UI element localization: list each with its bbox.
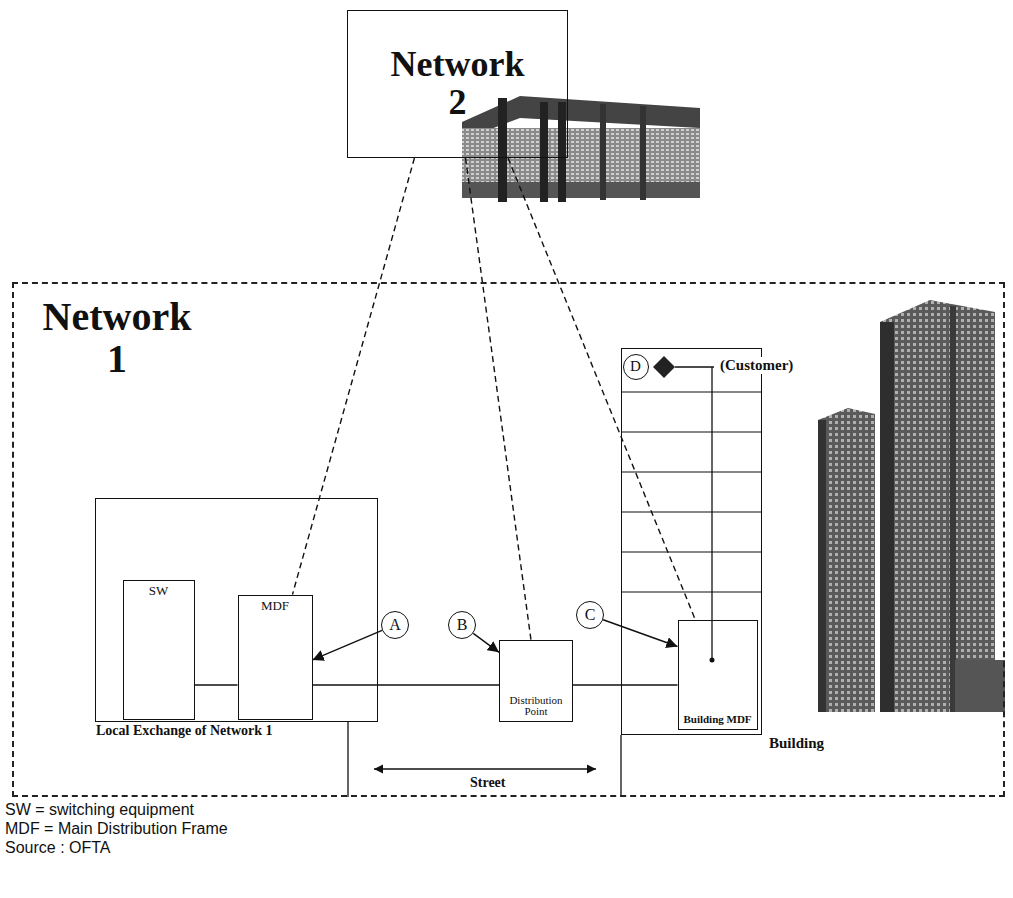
distribution-point-box: Distribution Point [499,640,573,722]
arrow-link [313,630,383,659]
node-text: Distribution Point [504,695,568,718]
skyscrapers-part [950,306,956,712]
building-floors-part [621,511,762,512]
callout-circle: B [448,611,476,639]
skyscrapers-part [818,420,826,712]
node-text: Building MDF [683,714,751,726]
line-link [195,684,238,685]
customer-line-part [653,356,675,378]
callout-circle: D [623,354,649,380]
dashed-link [508,158,695,620]
office-building-part [600,104,606,200]
note-text: MDF = Main Distribution Frame [5,820,228,838]
exchange-box: Local Exchange of Network 1SWMDF [95,498,378,722]
network-box: Network 2 [347,10,568,158]
node-text: A [389,617,401,634]
building-box: BuildingDBuilding MDF [621,348,762,735]
line-link [313,684,500,685]
customer-line-part [710,658,715,663]
node-text: D [630,359,641,375]
dashed-link [466,158,531,640]
office-building-part [462,182,700,198]
building-floors-part [621,391,762,392]
callout-circle: C [576,601,604,629]
street-dimension [348,722,621,797]
skyscrapers [818,300,1005,712]
skyscrapers-part [880,300,995,712]
office-building [462,96,700,202]
customer-line-part [711,367,712,660]
customer-label: (Customer) [718,357,795,374]
office-building-part [558,102,566,202]
note-text: Source : OFTA [5,839,111,857]
office-building-part [462,128,700,198]
mdf-box: MDF [238,595,313,720]
office-building-part [540,102,548,202]
arrow-link [603,620,677,647]
skyscrapers-part [880,322,894,712]
node-text: SW [149,584,169,598]
node-text: Network 1 [32,296,202,380]
street-label: Street [468,775,508,790]
customer-line [653,356,715,663]
customer-line-part [675,366,714,367]
node-text: Network 2 [378,46,538,122]
node-text: C [585,607,596,624]
building-floors-part [621,551,762,552]
skyscrapers-part [955,660,1005,712]
node-text: B [457,617,468,634]
street-dimension-part [347,722,348,797]
node-text: MDF [261,599,289,613]
line-link [573,684,678,685]
node-text: Local Exchange of Network 1 [96,724,273,739]
node-text: Building [769,736,824,752]
callout-circle: A [381,611,409,639]
dashed-link [292,158,414,595]
building-floors-part [621,591,762,592]
note-text: SW = switching equipment [5,801,194,819]
arrow-link [473,633,499,652]
building-floors [621,392,762,592]
building-mdf-box: Building MDF [678,620,758,730]
network-region: Network 1 Local Exchange of Network 1 SW MD… [12,282,1005,797]
building-floors-part [621,431,762,432]
office-building-part [640,106,646,200]
street-dimension-part [374,768,596,769]
skyscrapers-part [818,408,875,712]
switch-box: SW [123,580,195,720]
street-dimension-part [620,735,621,797]
building-floors-part [621,471,762,472]
office-building-part [498,98,507,202]
